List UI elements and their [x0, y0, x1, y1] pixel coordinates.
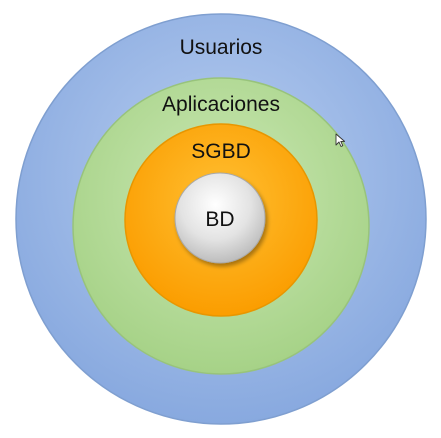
mouse-cursor-icon: [335, 133, 346, 147]
label-aplicaciones: Aplicaciones: [162, 93, 280, 116]
label-usuarios: Usuarios: [180, 36, 263, 59]
label-sgbd: SGBD: [191, 140, 251, 163]
label-bd: BD: [205, 208, 234, 231]
core-bd: [174, 172, 266, 264]
